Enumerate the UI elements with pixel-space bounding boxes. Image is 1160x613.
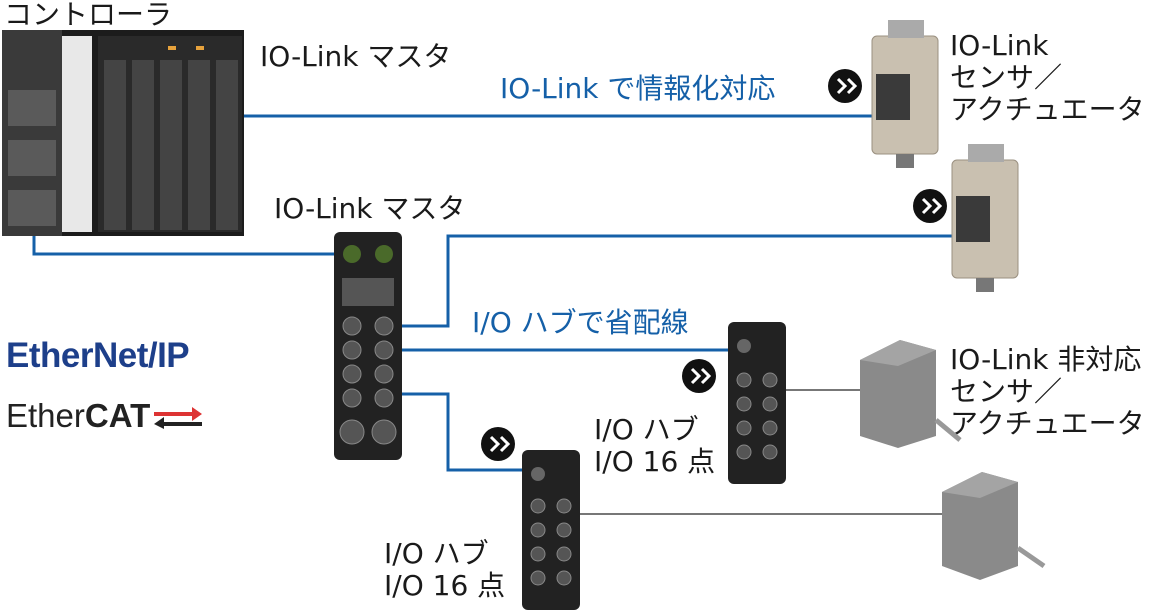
io-hub-1-device — [728, 322, 786, 484]
controller-label: コントローラ — [4, 0, 173, 31]
ethercat-logo: EtherCAT — [6, 397, 203, 437]
io-hub-2-device — [522, 450, 580, 610]
io-hub-saving-label: I/O ハブで省配線 — [472, 306, 689, 339]
iolink-lines — [32, 114, 960, 472]
iolink-master-top-label: IO-Link マスタ — [260, 40, 452, 73]
iolink-symbol-icon — [682, 359, 716, 393]
iolink-sensor-2 — [951, 144, 1019, 292]
plain-lines — [580, 389, 948, 515]
iolink-symbol-icon — [481, 427, 515, 461]
iolink-sensor-label: IO-Link センサ／ アクチュエータ — [950, 29, 1145, 126]
non-iolink-sensor-label: IO-Link 非対応 センサ／ アクチュエータ — [950, 343, 1145, 440]
iolink-symbol-icon — [913, 189, 947, 223]
iolink-master-device — [334, 232, 402, 460]
line-controller-to-master — [32, 234, 338, 256]
iolink-master-mid-label: IO-Link マスタ — [274, 192, 466, 225]
non-iolink-sensor-1 — [860, 340, 962, 448]
ethernet-ip-logo: EtherNet/IP — [6, 336, 190, 375]
io-hub-1-label: I/O ハブ I/O 16 点 — [594, 413, 716, 478]
line-master-to-sensor2 — [400, 234, 960, 328]
io-hub-2-label: I/O ハブ I/O 16 点 — [384, 537, 506, 602]
controller-device — [2, 30, 244, 236]
iolink-sensor-1 — [871, 20, 939, 168]
non-iolink-sensor-2 — [942, 472, 1046, 580]
ethercat-arrows-icon — [154, 399, 203, 437]
iolink-symbol-icon — [828, 69, 862, 103]
iolink-digitize-label: IO-Link で情報化対応 — [500, 72, 776, 105]
line-master-to-hub2 — [400, 392, 528, 472]
